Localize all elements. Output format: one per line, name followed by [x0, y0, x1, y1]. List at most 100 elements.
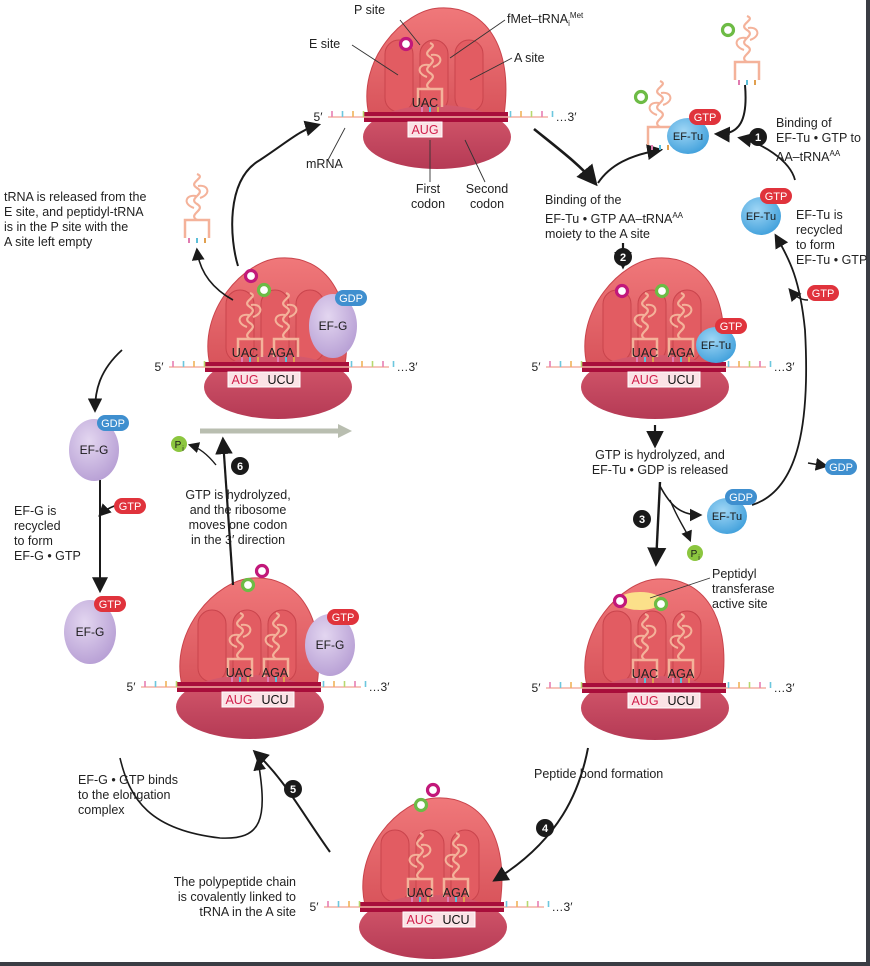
gtp-recycle-on-text: GTP	[765, 191, 788, 203]
efg-step5-body	[305, 614, 355, 676]
gdp-free: GDP	[825, 459, 857, 475]
leader-a-site	[469, 57, 513, 81]
eftu-step2-text: EF-Tu	[701, 340, 731, 352]
arrow-eftu-to-a-site	[597, 144, 664, 184]
ribosome-step6-five-prime: 5′	[155, 360, 165, 374]
ribosome-step5-anticodon-uac: UAC	[226, 666, 252, 680]
efg-step6-body	[309, 294, 357, 358]
cycle-arrows	[87, 19, 829, 882]
efg-released: EF-G	[69, 419, 119, 481]
arrow-to-initial	[231, 120, 322, 267]
arrow-step3-down	[647, 481, 667, 567]
ring-step4-top	[425, 782, 441, 798]
ribosome-step4-anticodon-uac: UAC	[407, 886, 433, 900]
eftu-released-text: EF-Tu	[712, 511, 742, 523]
gdp-step6-body	[335, 290, 367, 306]
ribosome-step4-trna-0	[406, 831, 434, 902]
pi-step3-sub: i	[698, 555, 700, 562]
efg-binds-label: EF-G • GTP binds to the elongation compl…	[78, 773, 179, 817]
leader-second-codon	[464, 139, 486, 183]
ribosome-step2-codon-ucu: UCU	[667, 373, 694, 387]
arrow-pi-out	[669, 499, 692, 543]
step-2-badge: 2	[614, 248, 632, 266]
ribosome-step3-trna-1	[667, 612, 695, 683]
ribosome-step5-five-prime: 5′	[127, 680, 137, 694]
efg-gtp-body	[64, 600, 116, 664]
ring-step2-p	[614, 283, 630, 299]
step-6-badge: 6	[231, 457, 249, 475]
arrow-eftu-recycle	[751, 233, 808, 506]
gtp-step2-body	[715, 318, 747, 334]
efg-gtp: EF-G	[64, 600, 116, 664]
ribosome-step4-codon-ucu: UCU	[442, 913, 469, 927]
eftu-recycle-body	[741, 197, 781, 235]
gdp-step6: GDP	[335, 290, 367, 306]
direction-bar-head	[338, 424, 352, 438]
arrow-gtp-join	[788, 288, 809, 302]
polypeptide-label: The polypeptide chain is covalently link…	[173, 875, 296, 919]
ribosome-step5-anticodon-aga: AGA	[262, 666, 289, 680]
gdp-free-body	[825, 459, 857, 475]
arrow-trna-release	[191, 247, 234, 301]
free-aa-trna	[733, 14, 761, 85]
released-trna	[183, 172, 211, 243]
eftu-step1-body	[667, 118, 709, 154]
gdp-released: GDP	[725, 489, 757, 505]
gtp-step5: GTP	[327, 609, 359, 625]
leader-peptidyl	[649, 577, 711, 599]
fmet-main: fMet–tRNA	[507, 12, 569, 26]
gtp-efg-text: GTP	[99, 599, 122, 611]
gtp-efg-incoming-body	[114, 498, 146, 514]
ring-step5-second	[240, 577, 256, 593]
gtp-efg-incoming: GTP	[114, 498, 146, 514]
ribosome-step3-five-prime: 5′	[532, 681, 542, 695]
pi-step6-sub: i	[182, 446, 184, 453]
step-5-number: 5	[290, 784, 296, 796]
ribosome-step5-site-0	[197, 609, 227, 683]
fmet-trna-label: fMet–tRNAiMet	[507, 8, 583, 31]
ribosome-initial-five-prime: 5′	[314, 110, 324, 124]
efg-step6-text: EF-G	[319, 319, 348, 333]
step-5-badge: 5	[284, 780, 302, 798]
gtp-step1-text: GTP	[694, 112, 717, 124]
eftu-step2: EF-Tu	[696, 327, 736, 363]
ribosome-initial-codon-aug: AUG	[411, 123, 438, 137]
eftu-step2-body	[696, 327, 736, 363]
step-5-circle	[284, 780, 302, 798]
gtp-recycle-incoming-body	[807, 285, 839, 301]
eftu-recycle: EF-Tu	[741, 197, 781, 235]
arrow-efg-binds	[119, 757, 266, 839]
step-2-circle	[614, 248, 632, 266]
ring-step3-a	[653, 596, 669, 612]
pi-step3-body	[687, 545, 703, 561]
gdp-step6-text: GDP	[339, 293, 363, 305]
step2-sup: AA	[672, 211, 683, 220]
step-2-number: 2	[620, 252, 626, 264]
ribosome-initial-trna-0	[416, 41, 444, 112]
step-4-number: 4	[542, 823, 549, 835]
translocation-label: GTP is hydrolyzed, and the ribosome move…	[185, 488, 291, 547]
arrow-to-step2-text	[533, 127, 598, 187]
gtp-step1: GTP	[689, 109, 721, 125]
step1-sup: AA	[829, 149, 841, 158]
ring-step6-second	[256, 282, 272, 298]
ribosome-step5-codon-aug: AUG	[225, 693, 252, 707]
gtp-recycle-incoming: GTP	[807, 285, 839, 301]
gtp-step5-body	[327, 609, 359, 625]
efg-released-text: EF-G	[80, 443, 109, 457]
ring-step2-a	[654, 283, 670, 299]
ribosome-step6-anticodon-uac: UAC	[232, 346, 258, 360]
arrow-pi-release-6	[187, 442, 217, 466]
ribosome-step2-trna-1	[667, 291, 695, 362]
step-6-circle	[231, 457, 249, 475]
ribosome-initial-three-prime: …3′	[556, 110, 578, 124]
